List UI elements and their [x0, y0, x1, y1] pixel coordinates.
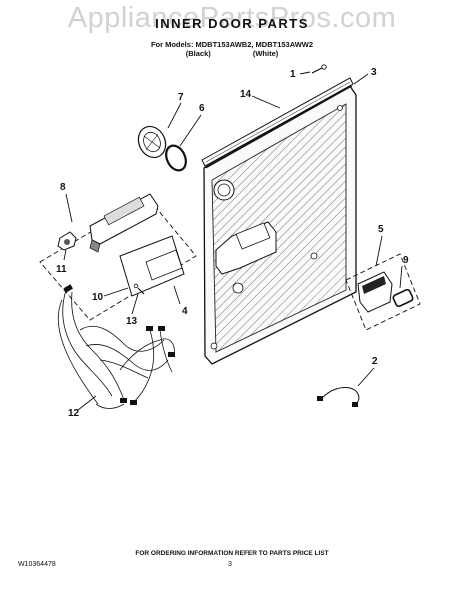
watermark: AppliancePartsPros.com	[67, 2, 397, 34]
page-number: 3	[228, 561, 232, 568]
door-gasket-strip	[201, 77, 354, 167]
callout-9: 9	[403, 255, 409, 266]
ordering-note: FOR ORDERING INFORMATION REFER TO PARTS …	[135, 550, 329, 557]
door-switch-cable	[317, 387, 360, 407]
callout-11: 11	[56, 264, 67, 275]
callout-4: 4	[182, 306, 188, 317]
model-list: For Models: MDBT153AWB2, MDBT153AWW2	[150, 40, 314, 49]
callout-2: 2	[372, 356, 378, 367]
dispenser-assembly-group	[39, 193, 197, 321]
exploded-parts-diagram: 1 3 14 7 6 8 11 10 13 4 5 9 2 12	[39, 64, 421, 419]
model-variants: (Black) (White)	[0, 49, 464, 58]
vent-cap	[137, 125, 167, 159]
callout-3: 3	[371, 67, 377, 78]
document-id: W10364478	[18, 561, 56, 568]
callout-5: 5	[378, 224, 384, 235]
callout-6: 6	[199, 103, 205, 114]
callout-labels: 1 3 14 7 6 8 11 10 13 4 5 9 2 12	[56, 67, 409, 419]
callout-7: 7	[178, 92, 184, 103]
vent-gasket-ring	[165, 144, 187, 172]
callout-1: 1	[290, 69, 296, 80]
wiring-harness	[57, 289, 175, 409]
float-switch-group	[345, 253, 421, 331]
callout-12: 12	[68, 408, 80, 419]
callout-14: 14	[240, 89, 252, 100]
variant-white: (White)	[252, 49, 279, 58]
inner-door-panel	[203, 85, 357, 365]
variant-black: (Black)	[185, 49, 211, 58]
callout-13: 13	[126, 316, 138, 327]
callout-10: 10	[92, 292, 104, 303]
wiring-connectors	[63, 284, 175, 405]
leader-lines	[63, 71, 403, 411]
screw	[311, 64, 327, 74]
page-title: INNER DOOR PARTS	[155, 16, 309, 31]
callout-8: 8	[60, 182, 66, 193]
